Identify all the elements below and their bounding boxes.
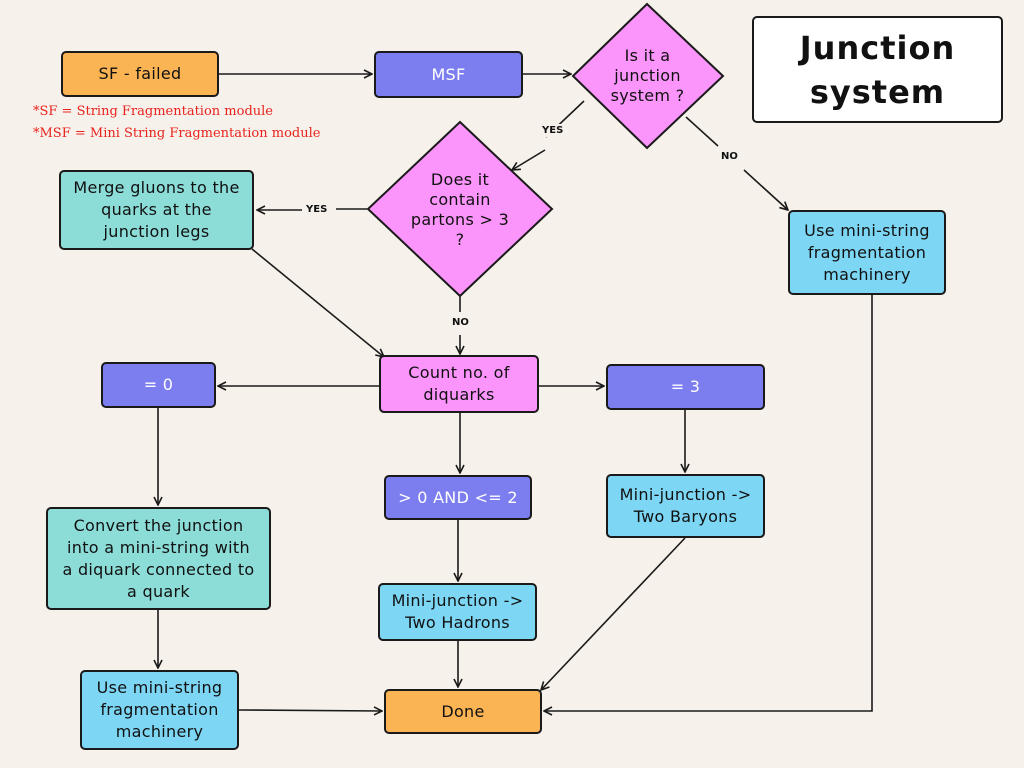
eq-zero-node: = 0 [101,362,216,408]
junction-question-line3: system ? [610,86,685,105]
between-node: > 0 AND <= 2 [384,475,532,520]
partons-question-line3: partons > 3 [410,210,510,229]
use-mini-string-left-node: Use mini-string fragmentation machinery [80,670,239,750]
junction-question-line2: junction [614,66,681,85]
eq-three-node: = 3 [606,364,765,410]
edge-junction-no [685,116,719,147]
use-mini-string-right-node: Use mini-string fragmentation machinery [788,210,946,295]
eq-three-label: = 3 [670,377,701,396]
partons-question-line4: ? [455,230,465,249]
edge-mini-left-to-done [238,710,382,711]
edge-label-yes-partons: YES [303,203,331,216]
merge-gluons-line2: quarks at the [101,200,212,219]
convert-junction-node: Convert the junction into a mini-string … [46,507,271,610]
note-msf-definition: *MSF = Mini String Fragmentation module [33,126,321,141]
convert-junction-line4: a quark [127,581,190,601]
two-hadrons-line1: Mini-junction -> [391,591,524,610]
convert-junction-line1: Convert the junction [73,515,244,535]
two-baryons-line1: Mini-junction -> [619,485,752,504]
convert-junction-line3: a diquark connected to [62,559,255,579]
junction-question-line1: Is it a [624,46,671,65]
diagram-title-line2: system [809,72,946,111]
edge-merge-to-count [251,248,384,357]
done-node: Done [384,689,542,734]
use-mini-string-left-line2: fragmentation [100,700,219,719]
between-label: > 0 AND <= 2 [398,487,518,507]
two-baryons-node: Mini-junction -> Two Baryons [606,474,765,538]
use-mini-string-right-line1: Use mini-string [804,220,930,240]
diagram-title-line1: Junction [799,28,956,67]
junction-decision-diamond [571,2,725,150]
edge-label-no-partons: NO [449,316,472,329]
two-hadrons-line2: Two Hadrons [405,613,510,632]
use-mini-string-left-line3: machinery [115,722,204,741]
sf-failed-node: SF - failed [61,51,219,97]
partons-question-line2: contain [429,190,491,209]
two-baryons-line2: Two Baryons [633,507,738,526]
convert-junction-line2: into a mini-string with [67,537,250,557]
msf-label: MSF [431,64,466,84]
junction-question: Is it a junction system ? [590,40,705,112]
edge-baryons-to-done [541,537,686,690]
sf-failed-label: SF - failed [98,64,182,83]
partons-question-line1: Does it [430,170,490,189]
edge-mini-right-to-done [544,295,873,711]
partons-question: Does it contain partons > 3 ? [395,168,525,252]
eq-zero-label: = 0 [143,375,174,394]
diagram-title: Junction system [752,16,1003,123]
use-mini-string-right-line3: machinery [823,264,911,284]
count-diquarks-line2: diquarks [423,385,495,404]
edge-label-yes-junction: YES [539,124,567,137]
two-hadrons-node: Mini-junction -> Two Hadrons [378,583,537,641]
partons-decision-diamond [366,120,554,298]
msf-node: MSF [374,51,523,98]
done-label: Done [441,701,485,721]
note-sf-definition: *SF = String Fragmentation module [33,104,273,119]
count-diquarks-node: Count no. of diquarks [379,355,539,413]
edge-label-no-junction: NO [718,150,741,163]
use-mini-string-left-line1: Use mini-string [96,678,223,697]
merge-gluons-line1: Merge gluons to the [73,178,240,197]
merge-gluons-node: Merge gluons to the quarks at the juncti… [59,170,254,250]
count-diquarks-line1: Count no. of [408,363,510,382]
merge-gluons-line3: junction legs [103,222,210,241]
use-mini-string-right-line2: fragmentation [807,242,927,262]
